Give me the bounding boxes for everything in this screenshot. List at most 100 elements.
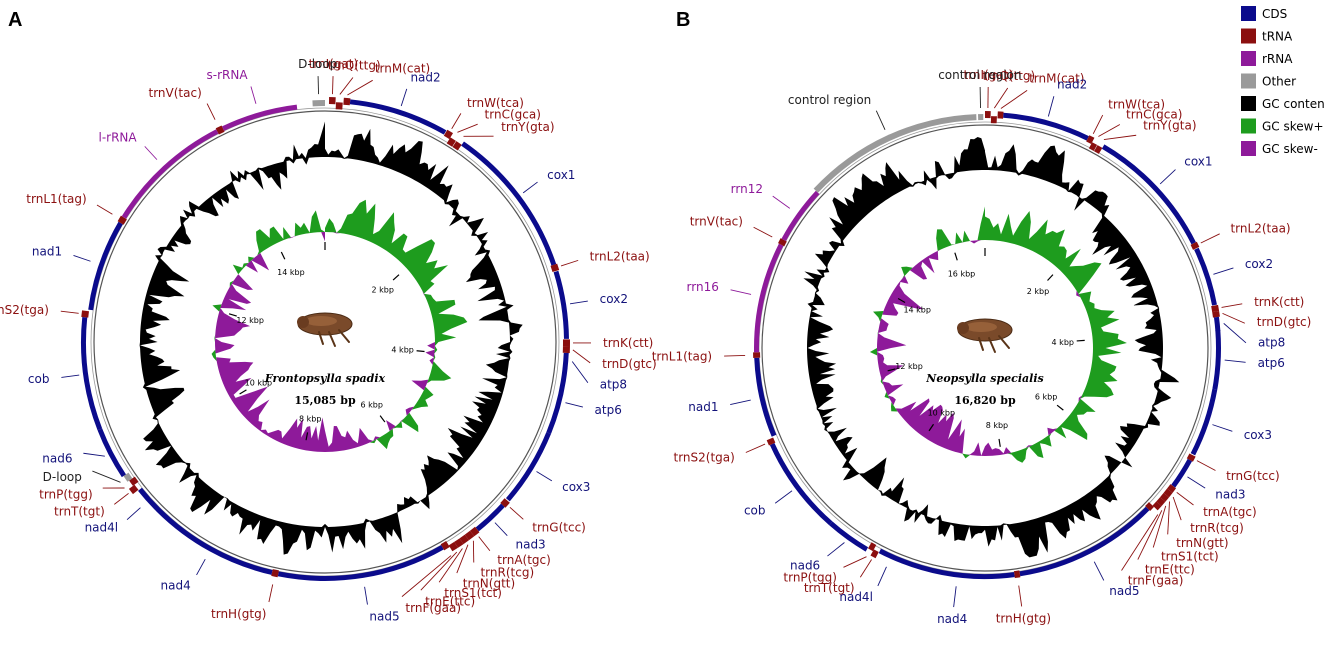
panel-b-label-trnr-tcg: trnR(tcg) [1190, 521, 1244, 535]
panel-b-label-trnp-tgg: trnP(tgg) [783, 570, 837, 584]
panel-b-feature-ring [753, 111, 1221, 579]
panel-a-feature-trnr-tcg [464, 530, 475, 541]
panel-a-leader-atp8 [571, 361, 589, 383]
panel-b-label-trnc-gca: trnC(gca) [1126, 107, 1182, 121]
legend-swatch-trna [1241, 28, 1256, 44]
panel-a-leader-trnw-tca [451, 113, 462, 130]
panel-a-leader-l-rrna [144, 146, 158, 160]
panel-a-leader-d-loop [92, 470, 121, 483]
panel-b-label-rrn12: rrn12 [731, 182, 763, 196]
panel-a-feature-trnl1-tag [117, 215, 127, 225]
panel-a-leader-trne-ttc [420, 551, 458, 591]
panel-a-feature-trne-ttc [448, 541, 458, 552]
panel-a-gc-skew-minus-area [215, 232, 435, 452]
panel-a-leader-trnd-gtc [572, 349, 591, 364]
panel-a-leader-cob [61, 374, 80, 378]
legend-swatch-gc-content [1241, 96, 1256, 111]
panel-b-leader-nad2 [1047, 96, 1055, 117]
panel-a-feature-l-rrna [121, 129, 219, 219]
panel-b-label-trnw-tca: trnW(tca) [1108, 97, 1165, 111]
panel-a-label-trnm-cat: trnM(cat) [375, 62, 430, 76]
panel-b-leader-atp6 [1224, 359, 1246, 363]
panel-a-feature-trnw-tca [443, 129, 454, 140]
panel-a-feature-trnf-gaa [440, 541, 450, 551]
panel-a-label-trnc-gca: trnC(gca) [485, 107, 541, 121]
panel-b-label-trny-gta: trnY(gta) [1143, 118, 1196, 132]
panel-b-label-trns1-tct: trnS1(tct) [1161, 550, 1219, 564]
panel-a-leader-cox3 [536, 471, 553, 482]
panel-a-feature-cob [80, 317, 103, 431]
panel-b-leader-trnq-ttg [993, 87, 1009, 109]
panel-b-label-trns2-tga: trnS2(tga) [673, 450, 734, 464]
panel-a-leader-nad4l [126, 507, 141, 521]
panel-a-leader-nad5 [364, 586, 368, 605]
panel-b-feature-cob [769, 443, 833, 526]
flea-icon [297, 312, 353, 347]
panel-b-label-trnh-gtg: trnH(gtg) [996, 611, 1051, 625]
panel-a-leader-trnn-gtt [456, 544, 469, 574]
panel-b-feature-trnt-tgt [870, 549, 879, 559]
panel-a-backbone-circle [93, 110, 557, 574]
legend-label-trna: tRNA [1262, 30, 1293, 44]
panel-b-label-trnl1-tag: trnL1(tag) [652, 349, 712, 363]
panel-a-leader-trnl2-taa [560, 259, 579, 267]
panel-a-leader-trnc-gca [457, 123, 478, 133]
legend-label-other: Other [1262, 75, 1296, 89]
panel-b-leader-rrn12 [772, 195, 791, 209]
panel-a-feature-trnn-gtt [459, 534, 469, 545]
panel-b-feature-trnq-ttg [990, 116, 997, 124]
panel-a-label-trnv-tac: trnV(tac) [149, 86, 202, 100]
panel-b-label-nad5: nad5 [1109, 584, 1139, 598]
panel-b-label-trne-ttc: trnE(ttc) [1145, 562, 1195, 576]
panel-a-feature-atp6 [546, 367, 568, 435]
panel-b-leader-nad6 [827, 542, 845, 557]
panel-a-feature-nad1 [88, 221, 123, 311]
panel-a-label-trns1-tct: trnS1(tct) [444, 586, 502, 600]
panel-a-leader-trnf-gaa [401, 555, 452, 597]
panel-b-leader-trnc-gca [1098, 124, 1121, 137]
panel-b-feature-trns1-tct [1156, 497, 1166, 507]
panel-a-kbp-tick-14 [280, 251, 286, 260]
panel-b-feature-trny-gta [1094, 145, 1103, 154]
legend-label-gc-skew-minus: GC skew- [1262, 142, 1318, 156]
panel-b-species-name: Neopsylla specialis [925, 372, 1043, 385]
panel-b-label-nad2: nad2 [1057, 78, 1087, 92]
panel-b-feature-trnl1-tag [753, 352, 761, 358]
panel-b-kbp-tick-16 [954, 252, 958, 261]
panel-a-label-trnl1-tag: trnL1(tag) [26, 192, 86, 206]
panel-b-label-trnq-ttg: trnQ(ttg) [982, 69, 1035, 83]
panel-a-feature-trnm-cat [343, 97, 351, 106]
panel-b-label-trnm-cat: trnM(cat) [1029, 72, 1084, 86]
panel-a-feature-d-loop [312, 100, 325, 107]
panel-a-label-trnq-ttg: trnQ(ttg) [328, 59, 381, 73]
panel-a-center-info: Frontopsylla spadix 15,085 bp [264, 312, 386, 407]
panel-a-letter: A [8, 9, 22, 31]
panel-b-feature-rrn12 [781, 190, 820, 242]
panel-a-label-d-loop: D-loop [298, 57, 337, 71]
panel-b-leader-trna-tgc [1176, 491, 1194, 506]
panel-b-feature-nad3 [1171, 458, 1193, 488]
panel-a-kbp-tick-2 [392, 274, 400, 281]
panel-a-kbp-tick-12 [228, 313, 237, 317]
panel-a-feature-nad6 [97, 428, 126, 478]
panel-b-feature-nad2 [1003, 112, 1089, 141]
panel-a-kbp-tick-8 [305, 432, 309, 441]
panel-a-feature-trns1-tct [454, 538, 464, 548]
panel-b-label-rrn16: rrn16 [687, 280, 719, 294]
panel-b-feature-nad5 [1019, 506, 1150, 577]
panel-b-label-atp8: atp8 [1258, 336, 1285, 350]
panel-b-label-nad4l: nad4l [839, 590, 873, 604]
panel-b-leader-cox3 [1212, 424, 1233, 432]
panel-b-kbp-tick-2 [1047, 274, 1054, 281]
legend-label-cds: CDS [1262, 7, 1287, 21]
panel-b-label-trnn-gtt: trnN(gtt) [1176, 536, 1228, 550]
panel-b-center-info: Neopsylla specialis 16,820 bp [925, 318, 1044, 407]
flea-highlight [305, 316, 337, 326]
panel-b-leader-atp8 [1223, 323, 1247, 344]
legend-label-rrna: rRNA [1262, 52, 1293, 66]
panel-b-label-nad4: nad4 [937, 612, 967, 626]
panel-b-feature-nad6 [829, 521, 869, 552]
panel-b-leader-trnn-gtt [1167, 501, 1170, 535]
panel-b-label-trnl2-taa: trnL2(taa) [1230, 222, 1290, 236]
panel-b-leader-trnk-ctt [1221, 303, 1243, 308]
